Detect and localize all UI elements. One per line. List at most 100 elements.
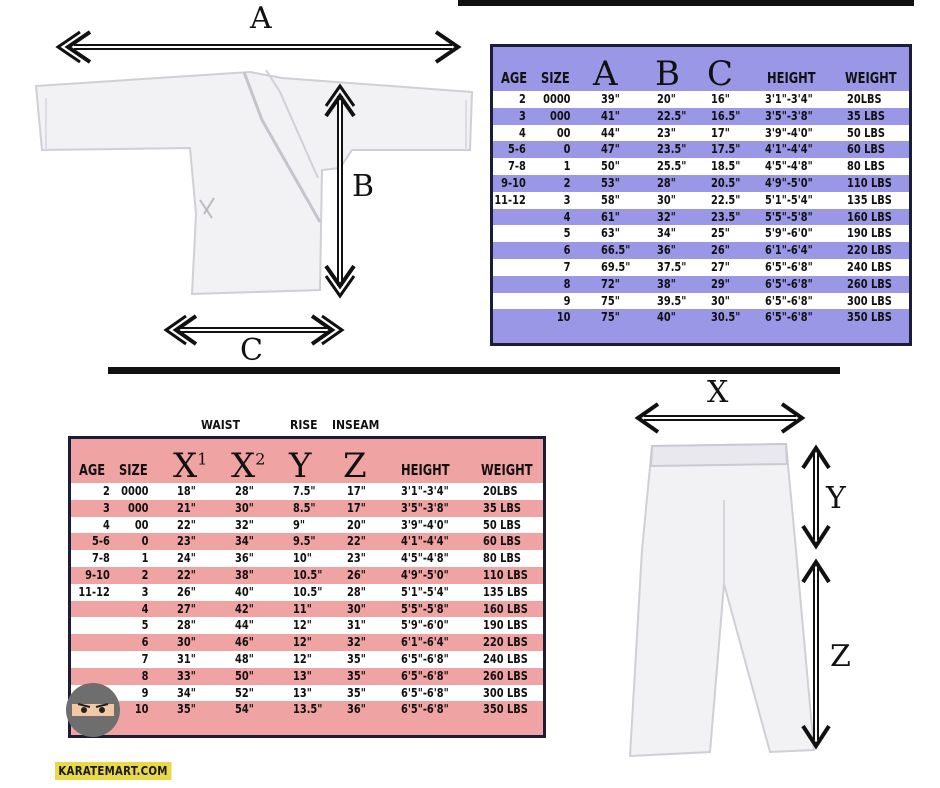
pants-cell-z: 35" bbox=[347, 685, 366, 700]
gi-cell-size: 0000 bbox=[543, 92, 571, 106]
pants-cell-z: 31" bbox=[347, 618, 366, 633]
jacket-shape bbox=[34, 69, 474, 296]
gi-cell-size: 7 bbox=[563, 260, 571, 274]
gi-cell-age bbox=[493, 225, 526, 242]
gi-header-b: B bbox=[655, 54, 680, 94]
pants-cell-x2: 38" bbox=[235, 568, 254, 582]
pants-cell-z: 17" bbox=[347, 484, 366, 498]
gi-cell-height: 5'9"-6'0" bbox=[765, 226, 813, 241]
pants-cell-weight: 110 LBS bbox=[483, 568, 528, 582]
pants-header-x2: X2 bbox=[231, 446, 266, 486]
gi-cell-height: 6'5"-6'8" bbox=[765, 260, 813, 274]
pants-header-size: SIZE bbox=[119, 461, 148, 479]
pants-cell-x2: 40" bbox=[235, 584, 254, 599]
gi-cell-age bbox=[493, 259, 526, 276]
gi-cell-age bbox=[493, 209, 526, 226]
gi-cell-height: 5'1"-5'4" bbox=[765, 192, 813, 207]
pants-cell-age: 9-10 bbox=[85, 568, 110, 582]
gi-cell-size: 000 bbox=[549, 108, 571, 123]
gi-cell-height: 4'5"-4'8" bbox=[765, 159, 813, 174]
pants-cell-weight: 160 LBS bbox=[483, 601, 528, 616]
pants-cell-x2: 48" bbox=[235, 652, 254, 666]
gi-cell-height: 3'5"-3'8" bbox=[765, 108, 813, 123]
gi-cell-a: 66.5" bbox=[601, 243, 631, 258]
gi-cell-size: 00 bbox=[556, 125, 571, 140]
pants-cell-y: 10.5" bbox=[293, 584, 323, 599]
top-rule bbox=[458, 0, 914, 6]
pants-cell-height: 5'9"-6'0" bbox=[401, 618, 449, 633]
gi-cell-size: 1 bbox=[563, 159, 571, 174]
pants-cell-x1: 33" bbox=[177, 668, 196, 683]
gi-cell-a: 75" bbox=[601, 293, 620, 308]
gi-cell-c: 29" bbox=[711, 276, 730, 291]
pants-cell-age bbox=[77, 601, 110, 618]
gi-cell-weight: 35 LBS bbox=[847, 108, 885, 123]
pants-cell-x2: 34" bbox=[235, 534, 254, 549]
gi-header-a: A bbox=[593, 54, 618, 94]
gi-cell-height: 6'5"-6'8" bbox=[765, 293, 813, 308]
gi-cell-b: 39.5" bbox=[657, 293, 687, 308]
gi-cell-c: 20.5" bbox=[711, 176, 741, 190]
pants-header-age: AGE bbox=[79, 461, 106, 479]
pants-cell-x1: 30" bbox=[177, 635, 196, 650]
pants-cell-z: 17" bbox=[347, 500, 366, 515]
pants-cell-height: 6'1"-6'4" bbox=[401, 635, 449, 650]
gi-cell-age bbox=[493, 276, 526, 293]
pants-cell-height: 6'5"-6'8" bbox=[401, 685, 449, 700]
pants-cell-height: 5'5"-5'8" bbox=[401, 601, 449, 616]
gi-cell-a: 39" bbox=[601, 92, 620, 106]
ninja-mascot-logo bbox=[66, 683, 120, 737]
gi-cell-age: 5-6 bbox=[508, 142, 526, 157]
pants-cell-age: 5-6 bbox=[92, 534, 110, 549]
pants-cell-x1: 23" bbox=[177, 534, 196, 549]
pants-cell-y: 11" bbox=[293, 601, 312, 616]
pants-cell-y: 9.5" bbox=[293, 534, 316, 549]
arrow-x bbox=[634, 402, 806, 434]
gi-cell-age: 9-10 bbox=[501, 176, 526, 190]
label-a: A bbox=[250, 1, 272, 36]
gi-header-c: C bbox=[707, 54, 734, 94]
gi-cell-c: 22.5" bbox=[711, 192, 741, 207]
label-b: B bbox=[352, 169, 375, 204]
pants-cell-weight: 50 LBS bbox=[483, 517, 521, 532]
pants-cell-z: 35" bbox=[347, 668, 366, 683]
pants-cell-size: 1 bbox=[141, 551, 149, 566]
gi-header-height: HEIGHT bbox=[767, 69, 816, 87]
gi-header-weight: WEIGHT bbox=[845, 69, 897, 87]
gi-cell-age: 11-12 bbox=[494, 192, 526, 207]
gi-cell-weight: 190 LBS bbox=[847, 226, 892, 241]
pants-header-weight: WEIGHT bbox=[481, 461, 533, 479]
pants-cell-weight: 220 LBS bbox=[483, 635, 528, 650]
pants-cell-y: 13" bbox=[293, 668, 312, 683]
gi-cell-weight: 350 LBS bbox=[847, 310, 892, 325]
label-z: Z bbox=[830, 639, 851, 674]
pants-cell-x1: 35" bbox=[177, 702, 196, 717]
pants-cell-z: 32" bbox=[347, 635, 366, 650]
gi-cell-height: 6'5"-6'8" bbox=[765, 310, 813, 325]
gi-header-age: AGE bbox=[501, 69, 528, 87]
pants-table-header: AGE SIZE X1 X2 Y Z HEIGHT WEIGHT bbox=[71, 439, 543, 483]
brand-badge[interactable]: KARATEMART.COM bbox=[55, 762, 172, 780]
gi-cell-b: 23" bbox=[657, 125, 676, 140]
gi-cell-height: 6'5"-6'8" bbox=[765, 276, 813, 291]
pants-cell-size: 0 bbox=[141, 534, 149, 549]
gi-cell-b: 38" bbox=[657, 276, 676, 291]
pants-cell-z: 22" bbox=[347, 534, 366, 549]
pants-cell-size: 10 bbox=[134, 702, 149, 717]
gi-cell-c: 26" bbox=[711, 243, 730, 258]
pants-cell-size: 8 bbox=[141, 668, 149, 683]
pants-cell-size: 3 bbox=[141, 584, 149, 599]
